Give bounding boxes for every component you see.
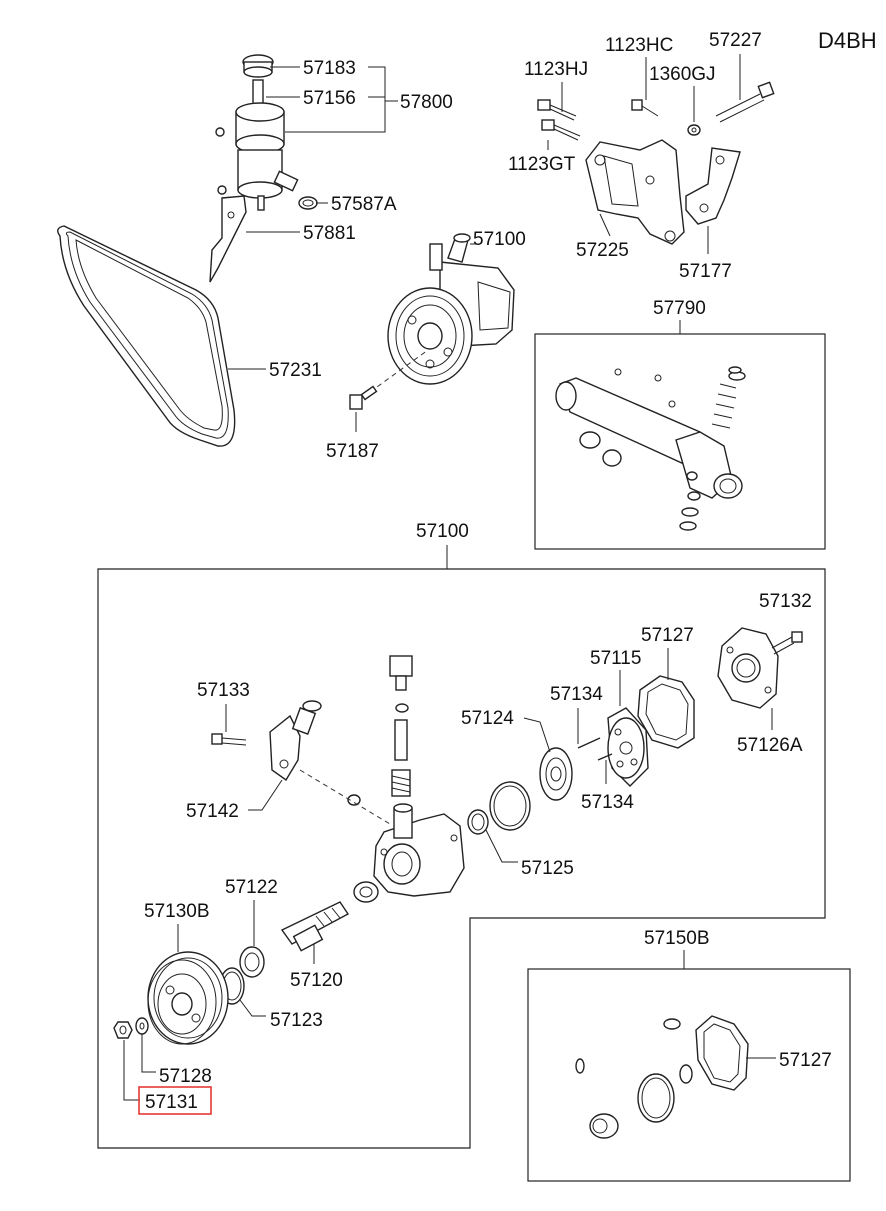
label-57800: 57800 xyxy=(400,92,453,113)
label-57156: 57156 xyxy=(303,88,356,109)
label-57115: 57115 xyxy=(590,648,641,669)
highlight-box-57131 xyxy=(138,1086,212,1115)
label-57790: 57790 xyxy=(653,298,706,319)
reservoir-clamp-drawing xyxy=(298,196,318,210)
pump-body-drawing xyxy=(373,803,465,897)
label-57133: 57133 xyxy=(197,680,250,701)
side-plate-drawing xyxy=(539,747,573,801)
label-57123: 57123 xyxy=(270,1010,323,1031)
label-57881: 57881 xyxy=(303,223,356,244)
label-57225: 57225 xyxy=(576,240,629,261)
dowel-pins-drawing xyxy=(577,737,613,761)
outlet-fitting-drawing xyxy=(347,655,413,806)
label-57130B: 57130B xyxy=(144,901,210,922)
label-57100-main: 57100 xyxy=(416,521,469,542)
label-57100-top: 57100 xyxy=(473,229,526,250)
washer-drawing xyxy=(135,1017,149,1035)
label-57127-kit: 57127 xyxy=(779,1050,832,1071)
label-57187: 57187 xyxy=(326,441,379,462)
pulley-nut-drawing xyxy=(113,1021,133,1039)
reservoir-bracket-drawing xyxy=(209,195,247,283)
pulley-drawing xyxy=(147,951,229,1045)
label-57587A: 57587A xyxy=(331,194,397,215)
label-57231: 57231 xyxy=(269,360,322,381)
label-57150B: 57150B xyxy=(644,928,710,949)
label-57122: 57122 xyxy=(225,877,278,898)
label-57132: 57132 xyxy=(759,591,812,612)
label-57183: 57183 xyxy=(303,58,356,79)
mount-bracket-drawing xyxy=(585,139,685,245)
o-ring-small-drawing xyxy=(467,809,489,835)
engine-code: D4BH xyxy=(818,28,877,53)
gasket-kit-box xyxy=(527,968,851,1182)
label-57124: 57124 xyxy=(461,708,514,729)
o-ring-large-drawing xyxy=(489,781,531,831)
label-57134-upper: 57134 xyxy=(550,684,603,705)
cartridge-kit-drawing xyxy=(607,707,649,787)
rear-cover-drawing xyxy=(717,627,779,709)
oil-seal-drawing xyxy=(239,946,265,978)
label-57126A: 57126A xyxy=(737,735,803,756)
label-1360GJ: 1360GJ xyxy=(649,64,716,85)
flow-control-valve-drawing xyxy=(555,366,746,531)
hardware-bolts-drawing xyxy=(537,81,775,141)
adjust-bracket-drawing xyxy=(685,147,741,225)
label-57134-lower: 57134 xyxy=(581,792,634,813)
label-1123GT: 1123GT xyxy=(508,154,576,175)
label-57227: 57227 xyxy=(709,30,762,51)
label-57127: 57127 xyxy=(641,625,694,646)
pump-mount-bolt-drawing xyxy=(349,385,378,410)
label-57131[interactable]: 57131 xyxy=(145,1092,198,1113)
label-57142: 57142 xyxy=(186,801,239,822)
gasket-kit-parts-drawing xyxy=(575,1015,749,1139)
label-57177: 57177 xyxy=(679,261,732,282)
cover-bolt-drawing xyxy=(771,631,803,655)
drive-shaft-drawing xyxy=(280,901,350,952)
connector-bolt-drawing xyxy=(211,733,247,746)
label-57120: 57120 xyxy=(290,970,343,991)
valve-kit-box xyxy=(534,333,826,550)
bushing-drawing xyxy=(353,881,379,903)
drive-belt-drawing xyxy=(57,225,236,447)
pump-breakdown-box xyxy=(97,568,826,1149)
label-1123HC: 1123HC xyxy=(605,35,673,56)
reservoir-body-drawing xyxy=(215,79,299,211)
pump-assembly-drawing xyxy=(387,233,515,385)
suction-connector-drawing xyxy=(269,700,322,782)
gasket-drawing xyxy=(637,675,695,749)
label-1123HJ: 1123HJ xyxy=(524,59,588,80)
label-57125: 57125 xyxy=(521,858,574,879)
label-57128: 57128 xyxy=(159,1066,212,1087)
reservoir-cap-drawing xyxy=(242,54,274,78)
